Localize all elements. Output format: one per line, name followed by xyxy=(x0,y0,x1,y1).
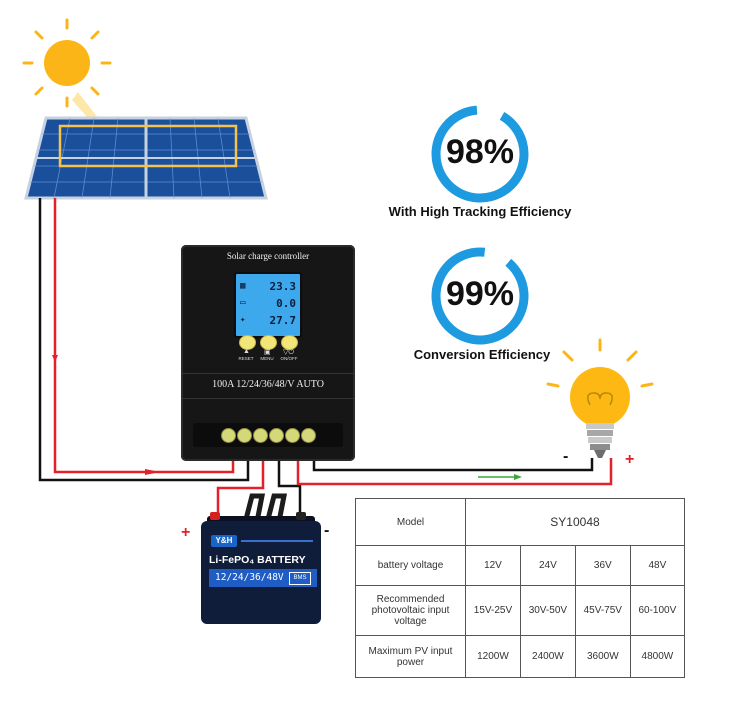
sun-icon xyxy=(22,18,112,108)
table-row: Recommended photovoltaic input voltage 1… xyxy=(355,585,686,636)
terminal[interactable] xyxy=(221,428,236,443)
power-icon: ▽⏻ xyxy=(283,349,294,356)
lcd-display: ▦ 23.3 ▭ 0.0 ✦ 27.7 xyxy=(234,272,302,338)
bulb-positive-sign: + xyxy=(625,451,635,468)
lcd-row-load: ✦ 27.7 xyxy=(240,314,296,327)
bulb-negative-sign: - xyxy=(563,448,569,465)
terminal-block xyxy=(193,423,343,447)
value-cell: 2400W xyxy=(519,635,576,678)
tracking-efficiency-value: 98% xyxy=(445,133,515,171)
lcd-row-panel: ▦ 23.3 xyxy=(240,280,296,293)
terminal[interactable] xyxy=(285,428,300,443)
battery-positive-sign: + xyxy=(181,524,191,541)
bms-badge: BMS xyxy=(289,572,311,585)
reset-label: RESET xyxy=(238,356,254,361)
terminal[interactable] xyxy=(253,428,268,443)
controller-title: Solar charge controller xyxy=(226,251,310,261)
battery-icon: ▭ xyxy=(240,298,246,308)
light-bulb-icon xyxy=(546,338,654,458)
lcd-row-battery: ▭ 0.0 xyxy=(240,297,296,310)
battery-negative-sign: - xyxy=(324,522,330,539)
menu-button[interactable] xyxy=(260,335,277,350)
power-button[interactable] xyxy=(281,335,298,350)
battery-positive-terminal xyxy=(210,512,220,520)
value-cell: 24V xyxy=(519,545,576,586)
conversion-efficiency-value: 99% xyxy=(445,275,515,313)
controller-model-text: 100A 12/24/36/48/V AUTO xyxy=(212,379,324,390)
table-row: battery voltage 12V 24V 36V 48V xyxy=(355,545,686,586)
reset-button[interactable] xyxy=(239,335,256,350)
terminal[interactable] xyxy=(237,428,252,443)
value-cell: 36V xyxy=(574,545,631,586)
menu-icon: ▣ xyxy=(264,349,271,356)
table-row: Model SY10048 xyxy=(355,498,685,546)
value-cell: 60-100V xyxy=(629,585,686,636)
battery-stripe xyxy=(241,540,313,542)
battery-negative-terminal xyxy=(296,512,306,520)
spec-table: Model SY10048 battery voltage 12V 24V 36… xyxy=(355,498,686,678)
value-cell: 48V xyxy=(629,545,686,586)
model-band xyxy=(181,373,355,399)
value-cell: 1200W xyxy=(465,635,521,678)
table-row: Maximum PV input power 1200W 2400W 3600W… xyxy=(355,635,686,678)
value-cell: 3600W xyxy=(574,635,631,678)
solar-panel xyxy=(24,116,268,200)
onoff-label: ON/OFF xyxy=(280,356,298,361)
efficiency-ring-1 xyxy=(431,105,529,203)
panel-icon: ▦ xyxy=(240,281,246,291)
value-cell: 30V-50V xyxy=(519,585,576,636)
row-label-cell: Maximum PV input power xyxy=(355,635,466,678)
row-label-cell: battery voltage xyxy=(355,545,466,586)
menu-label: MENU xyxy=(260,356,274,361)
model-value-cell: SY10048 xyxy=(465,498,685,546)
model-label-cell: Model xyxy=(355,498,466,546)
conversion-efficiency-caption: Conversion Efficiency xyxy=(413,347,551,362)
value-cell: 45V-75V xyxy=(574,585,631,636)
load-icon: ✦ xyxy=(240,315,246,325)
tracking-efficiency-caption: With High Tracking Efficiency xyxy=(388,204,572,219)
battery-brand-logo: Y&H xyxy=(211,535,237,547)
warning-icon: ▲ xyxy=(243,348,250,355)
value-cell: 12V xyxy=(465,545,521,586)
efficiency-ring-2 xyxy=(431,247,529,345)
terminal[interactable] xyxy=(301,428,316,443)
lifepo4-battery: Y&H Li-FePO₄ BATTERY 12/24/36/48V BMS xyxy=(201,521,321,624)
battery-handle xyxy=(241,493,288,528)
battery-band xyxy=(209,569,317,587)
value-cell: 4800W xyxy=(629,635,686,678)
row-label-cell: Recommended photovoltaic input voltage xyxy=(355,585,466,636)
solar-charge-controller: Solar charge controller ▦ 23.3 ▭ 0.0 ✦ 2… xyxy=(181,245,355,461)
battery-type: Li-FePO₄ BATTERY xyxy=(209,554,306,566)
value-cell: 15V-25V xyxy=(465,585,521,636)
terminal[interactable] xyxy=(269,428,284,443)
battery-voltage: 12/24/36/48V xyxy=(215,572,284,583)
